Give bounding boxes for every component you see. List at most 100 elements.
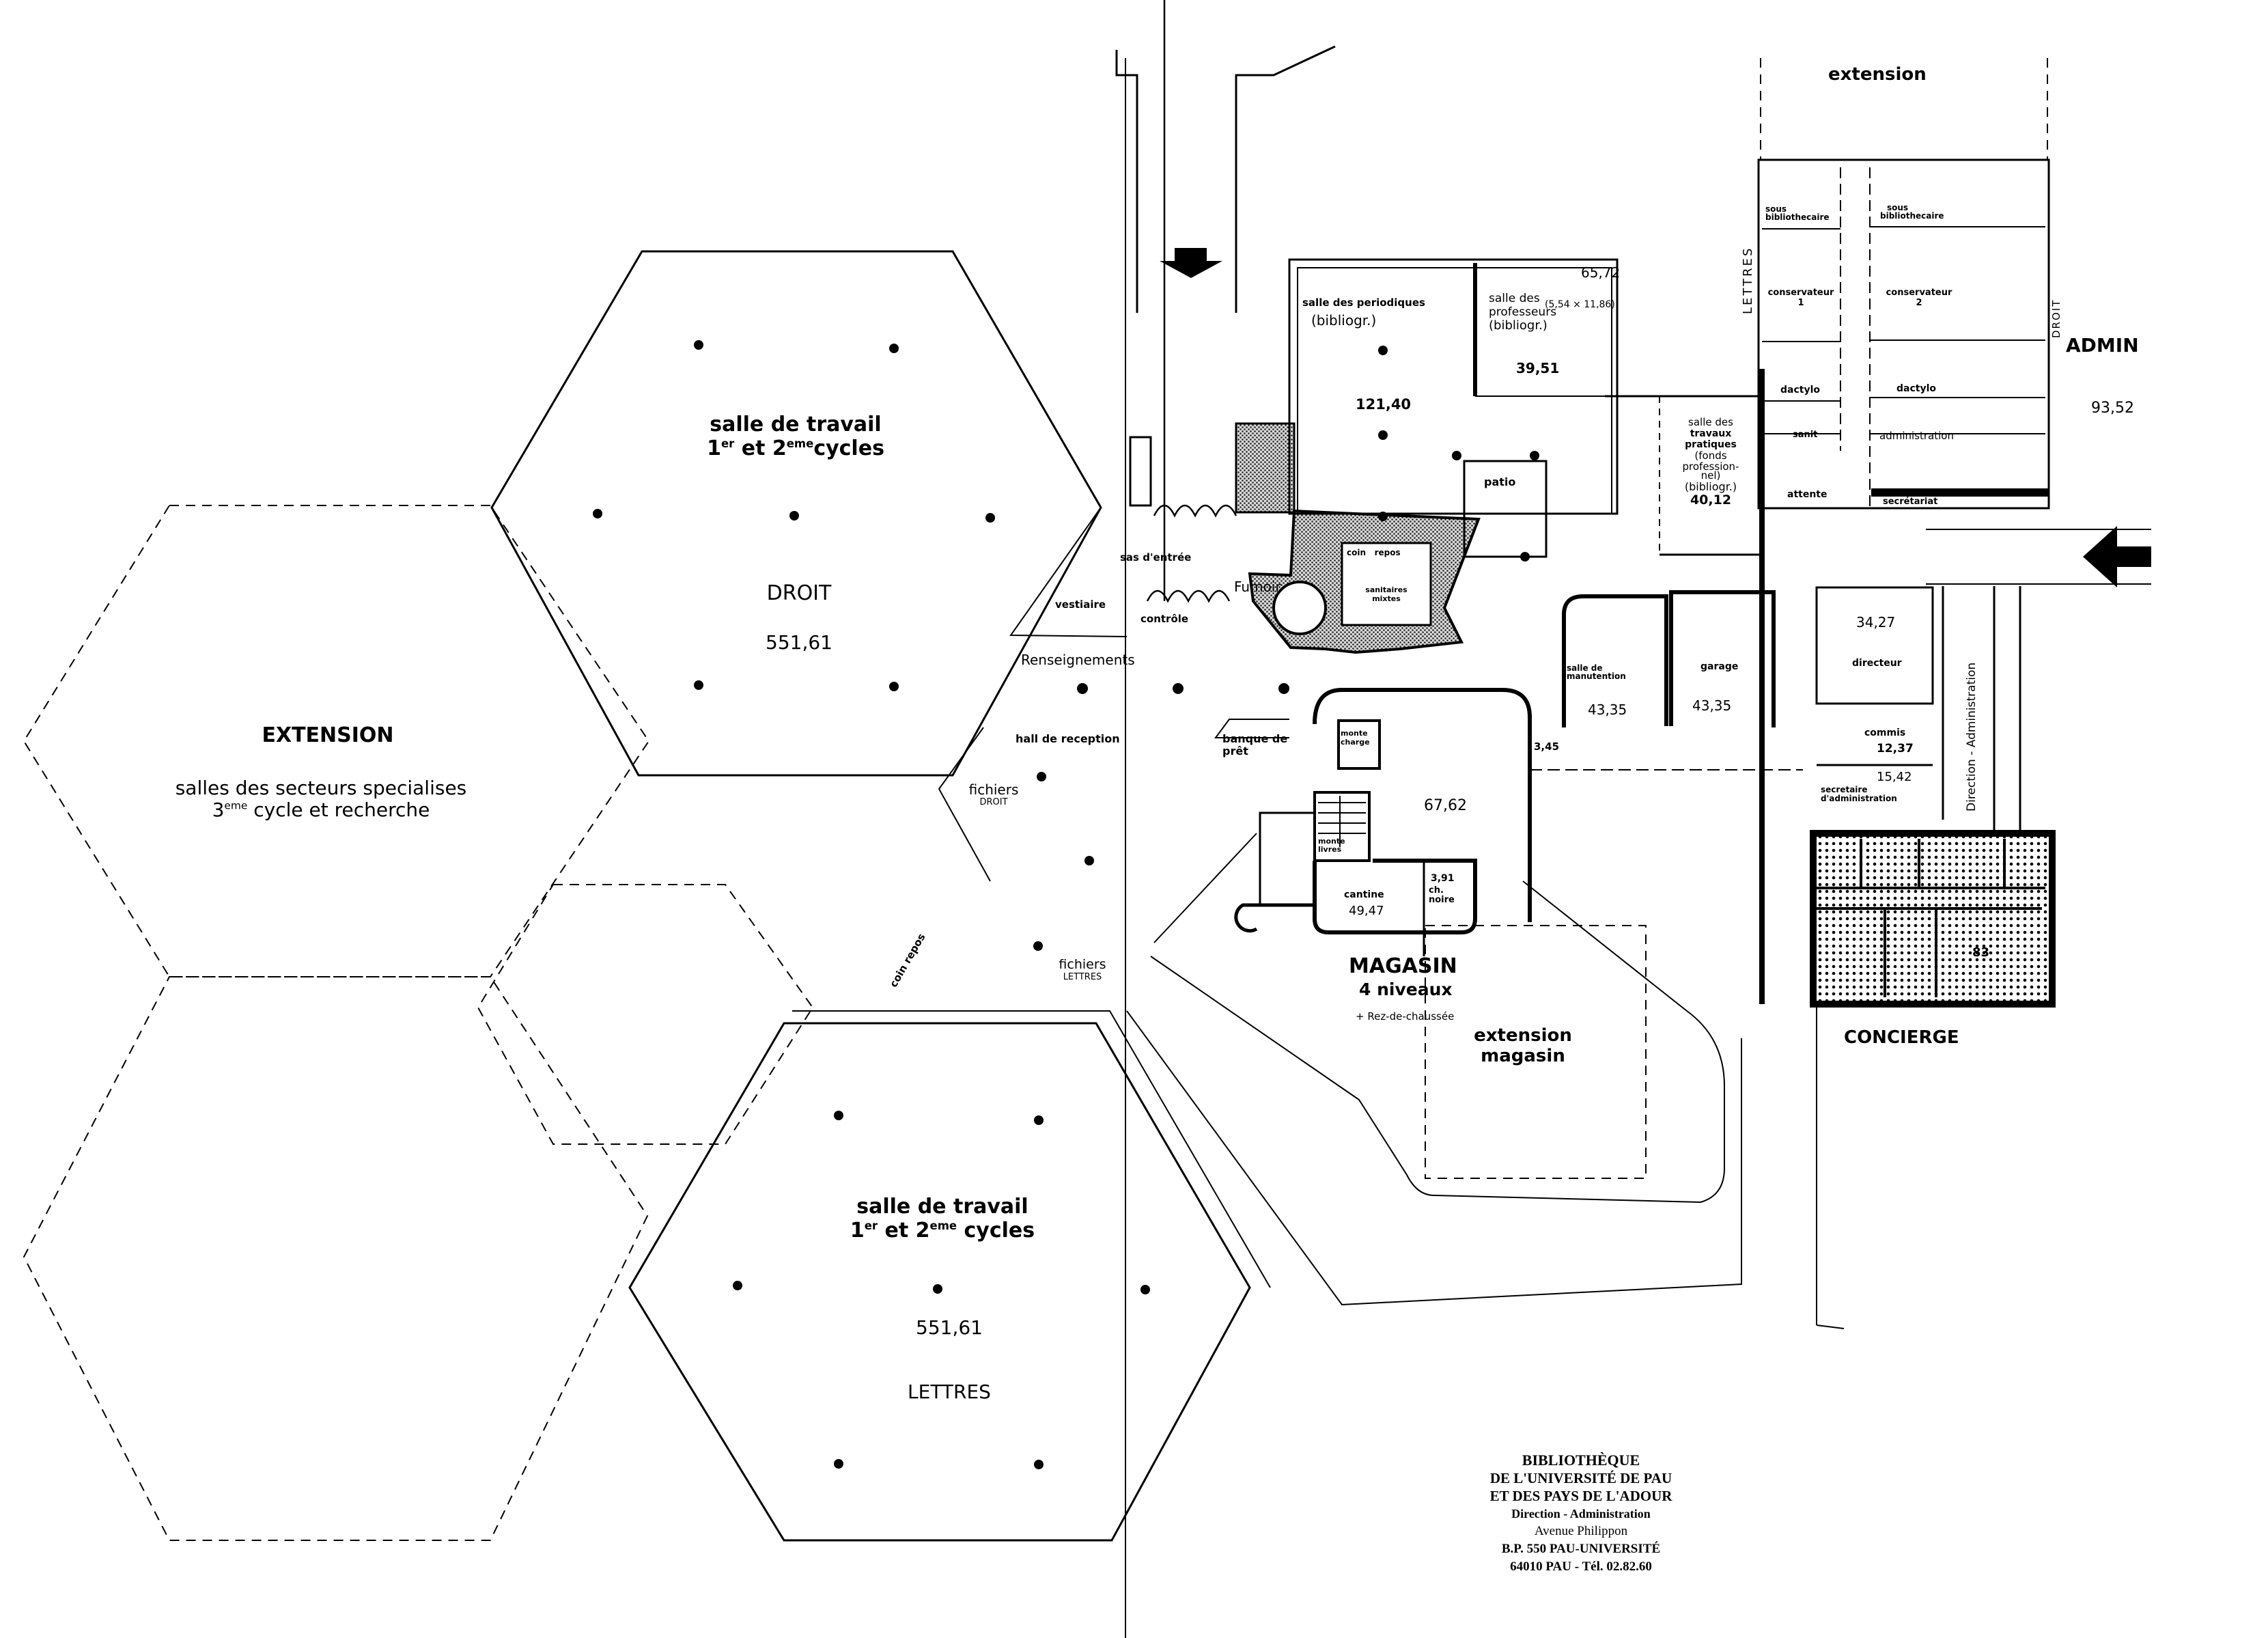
conservateur-1-name: conservateur [1767, 288, 1834, 298]
title-line-2: DE L'UNIVERSITÉ DE PAU [1489, 1470, 1672, 1486]
extension-magasin-line2: magasin [1481, 1045, 1565, 1066]
magasin-core-outline [1313, 688, 1532, 922]
extension-description: salles des secteurs specialises 3eme cyc… [109, 777, 533, 821]
magasin-spiral [1234, 903, 1315, 933]
cantine-area: 49,47 [1349, 904, 1384, 918]
ordinal-1: 1 [707, 436, 721, 460]
secretaire-label: secretaire d'administration [1821, 785, 1897, 804]
extension-magasin-outline [1425, 925, 1647, 1179]
manutention-line2: manutention [1567, 671, 1626, 681]
banque-line2: prêt [1222, 745, 1248, 758]
vestiaire-label: vestiaire [1055, 598, 1106, 611]
salle-lettres-area: 551,61 [916, 1316, 983, 1339]
periodiques-inner [1297, 267, 1612, 514]
secretaire-line2: d'administration [1821, 794, 1897, 804]
renseignements-label: Renseignements [1021, 652, 1135, 668]
travaux-sub1: (fonds [1694, 449, 1727, 462]
travaux-sub2: profession- [1682, 460, 1739, 473]
professeurs-line2: professeurs [1489, 305, 1557, 319]
magasin-note: + Rez-de-chaussée [1356, 1010, 1455, 1023]
ordinal-2-sup: eme [786, 436, 814, 450]
fichiers-lettres-label: fichiers LETTRES [1052, 957, 1113, 983]
lettres-side-label: LETTRES [1741, 246, 1755, 314]
periodiques-area: 121,40 [1356, 396, 1412, 413]
attente-label: attente [1787, 489, 1828, 500]
secretaire-area: 15,42 [1877, 770, 1912, 784]
directeur-label: directeur [1852, 658, 1902, 669]
title-line-6: B.P. 550 PAU-UNIVERSITÉ [1501, 1542, 1661, 1556]
magasin-road-edge [1153, 833, 1257, 943]
ordinal-1-sup: er [864, 1219, 878, 1232]
conservateur-2-label: conservateur 2 [1875, 288, 1963, 309]
salle-droit-area: 551,61 [766, 631, 832, 654]
repos-label: repos [1374, 548, 1401, 557]
salle-lettres-title: salle de travail 1er et 2eme cycles [820, 1195, 1065, 1243]
cycles-label: cycles [813, 436, 884, 460]
columns-lettres [733, 1111, 1150, 1469]
extension-line2-rest: cycle et recherche [247, 799, 430, 822]
secretaire-line1: secretaire [1821, 785, 1868, 794]
hall-label: hall de reception [1016, 732, 1120, 745]
standard-line2: secrétariat [1883, 497, 1938, 507]
columns-droit [593, 340, 995, 691]
professeurs-area: 39,51 [1516, 360, 1560, 376]
lettres-area-dims: (5,54 × 11,86) [1545, 299, 1615, 310]
sous-bib-1-line1: sous [1765, 204, 1787, 214]
access-road-inner [1126, 1010, 1742, 1306]
fumoir-spiral-stair [1272, 581, 1327, 635]
sas-wall-left [1129, 436, 1152, 507]
columns-periodiques [1378, 346, 1388, 521]
commis-area: 12,37 [1877, 742, 1914, 755]
title-line-5: Avenue Philippon [1534, 1524, 1628, 1538]
conservateur-2-num: 2 [1916, 297, 1922, 308]
extension-line2-prefix: 3 [212, 799, 225, 822]
ordinal-1-sup: er [720, 436, 735, 450]
extension-line2: 3eme cycle et recherche [109, 799, 533, 821]
directeur-outline [1815, 586, 1934, 705]
concierge-path-curve [1816, 1324, 1845, 1329]
extension-line2-sup: eme [224, 799, 248, 812]
lettres-area-value: 65,72 [1581, 264, 1621, 281]
sas-label: sas d'entrée [1120, 551, 1192, 564]
manutention-line1: salle de [1567, 663, 1603, 673]
monte-livres-line1: monte [1318, 837, 1345, 846]
conservateur-1-label: conservateur 1 [1763, 288, 1838, 309]
admin-partitions [1762, 226, 2045, 434]
concierge-label: CONCIERGE [1844, 1027, 1959, 1048]
monte-charge-label: monte charge [1341, 729, 1370, 747]
extension-hexagon-lower [23, 976, 649, 1541]
banque-de-pret-counter [1214, 719, 1289, 738]
standard-label: standard secrétariat [1883, 488, 1937, 506]
sous-bib-2-label: sous bibliothecaire [1880, 204, 1944, 220]
magasin-title: MAGASIN [1349, 954, 1457, 978]
directeur-area: 34,27 [1856, 614, 1896, 630]
garage-outline [1669, 590, 1776, 727]
direction-admin-label: Direction - Administration [1965, 662, 1978, 811]
columns-hall [1033, 683, 1289, 951]
standard-line1: standard [1890, 488, 1935, 498]
salle-lettres-outline [628, 1022, 1251, 1542]
travaux-line2: travaux [1690, 428, 1732, 440]
travaux-sub4: (bibliogr.) [1684, 480, 1737, 493]
periodiques-sub: (bibliogr.) [1311, 312, 1377, 329]
periodiques-name: salle des periodiques [1302, 296, 1425, 309]
salle-droit-line1: salle de travail [710, 413, 882, 436]
extension-line1: salles des secteurs specialises [175, 777, 467, 799]
travaux-area: 40,12 [1690, 492, 1732, 508]
title-line-4: Direction - Administration [1511, 1507, 1651, 1521]
conservateur-2-name: conservateur [1886, 288, 1952, 298]
sanitaires-line2: mixtes [1372, 594, 1401, 603]
sous-bib-2-line2: bibliothecaire [1880, 211, 1944, 221]
fumoir-label: Fumoir [1234, 579, 1281, 595]
extension-magasin-line1: extension [1474, 1025, 1572, 1046]
sanitaires-label: sanitaires mixtes [1356, 585, 1417, 603]
professeurs-name: salle des professeurs (bibliogr.) [1489, 292, 1556, 333]
travaux-line3: pratiques [1685, 439, 1737, 451]
magasin-side-wall [1259, 811, 1315, 905]
salle-lettres-line2: 1er et 2eme cycles [820, 1219, 1065, 1243]
standard-bottom-wall [1871, 488, 2049, 497]
sanitaires-line1: sanitaires [1365, 585, 1408, 594]
admin-side-area: 93,52 [2091, 400, 2134, 417]
fichiers-droit-line2: DROIT [979, 797, 1008, 807]
